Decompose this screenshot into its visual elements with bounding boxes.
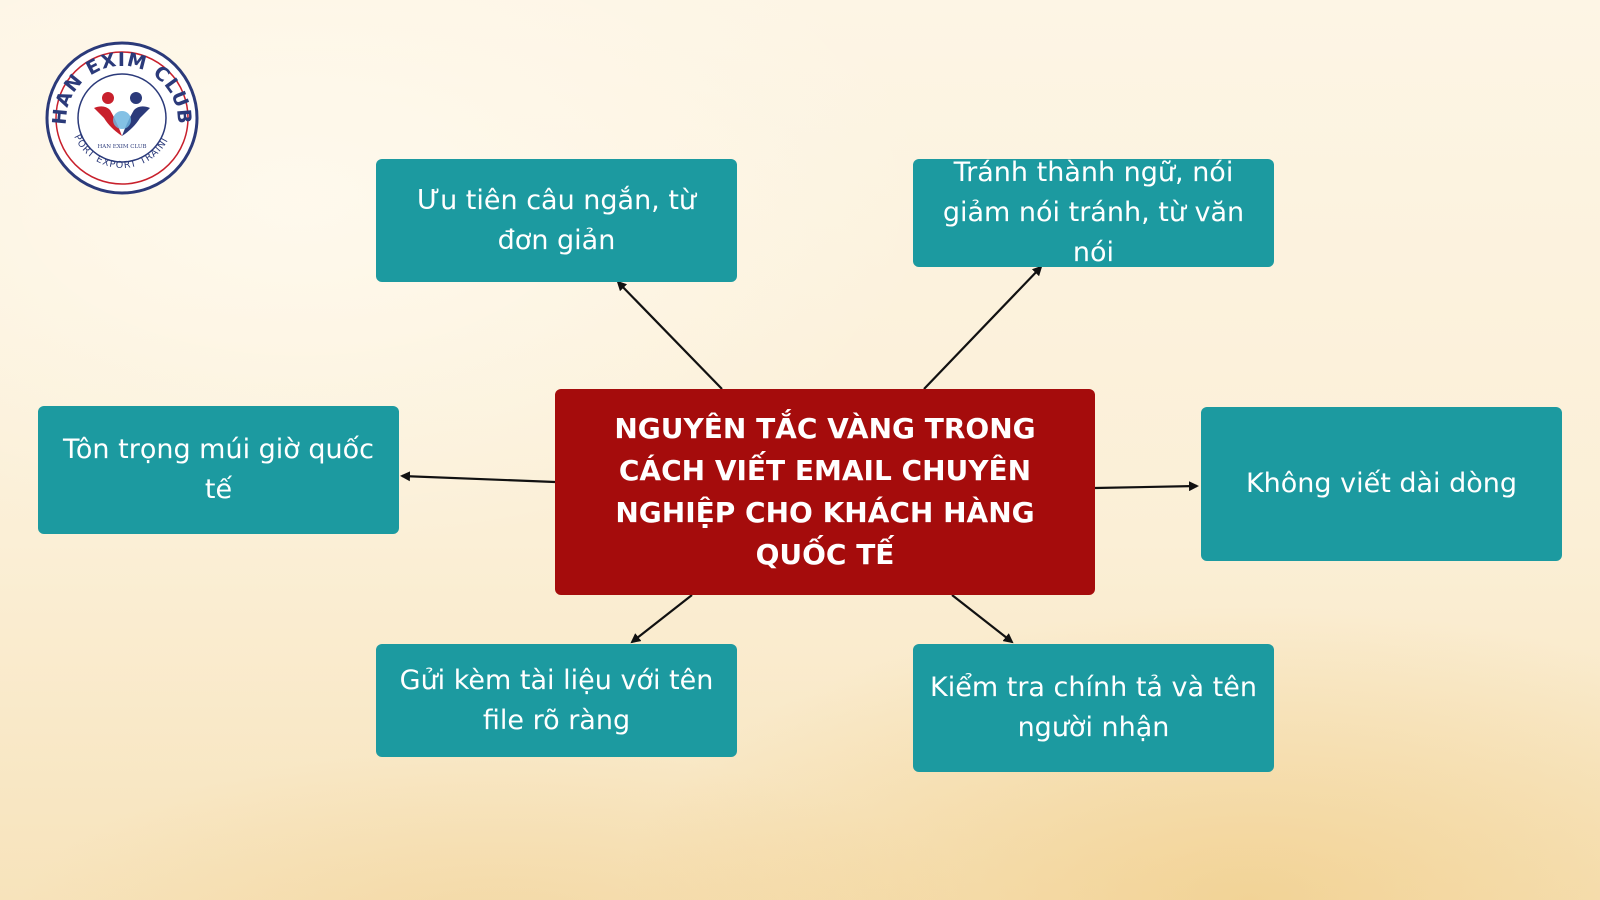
arrow-to-left xyxy=(400,471,556,484)
node-right-label: Không viết dài dòng xyxy=(1245,468,1518,499)
node-left: Tôn trọng múi giờ quốc tế xyxy=(38,406,399,534)
node-bottom-right-label: Kiểm tra chính tả và tên người nhận xyxy=(930,672,1257,743)
arrow-to-top-right xyxy=(923,265,1043,390)
arrow-to-bottom-left xyxy=(630,594,693,644)
node-top-left-label: Ưu tiên câu ngắn, từ đơn giản xyxy=(416,184,697,256)
arrow-to-bottom-right xyxy=(951,594,1014,644)
node-bottom-right: Kiểm tra chính tả và tên người nhận xyxy=(913,644,1274,772)
node-top-right: Tránh thành ngữ, nói giảm nói tránh, từ … xyxy=(913,157,1274,268)
svg-text:HAN EXIM CLUB: HAN EXIM CLUB xyxy=(97,144,146,150)
node-bottom-left: Gửi kèm tài liệu với tên file rõ ràng xyxy=(376,644,737,757)
node-bottom-left-label: Gửi kèm tài liệu với tên file rõ ràng xyxy=(399,664,714,736)
node-top-right-label: Tránh thành ngữ, nói giảm nói tránh, từ … xyxy=(942,157,1245,268)
node-top-left: Ưu tiên câu ngắn, từ đơn giản xyxy=(376,159,737,282)
node-right: Không viết dài dòng xyxy=(1201,407,1562,561)
han-exim-club-logo: HAN EXIM CLUB IMPORT EXPORT TRAINING HAN… xyxy=(39,32,200,196)
arrow-to-top-left xyxy=(616,280,723,390)
center-title-box: NGUYÊN TẮC VÀNG TRONG CÁCH VIẾT EMAIL CH… xyxy=(555,389,1095,595)
arrow-to-right xyxy=(1094,481,1199,492)
center-title: NGUYÊN TẮC VÀNG TRONG CÁCH VIẾT EMAIL CH… xyxy=(614,412,1036,571)
logo-seal-icon: HAN EXIM CLUB IMPORT EXPORT TRAINING HAN… xyxy=(39,32,199,195)
node-left-label: Tôn trọng múi giờ quốc tế xyxy=(62,434,375,505)
